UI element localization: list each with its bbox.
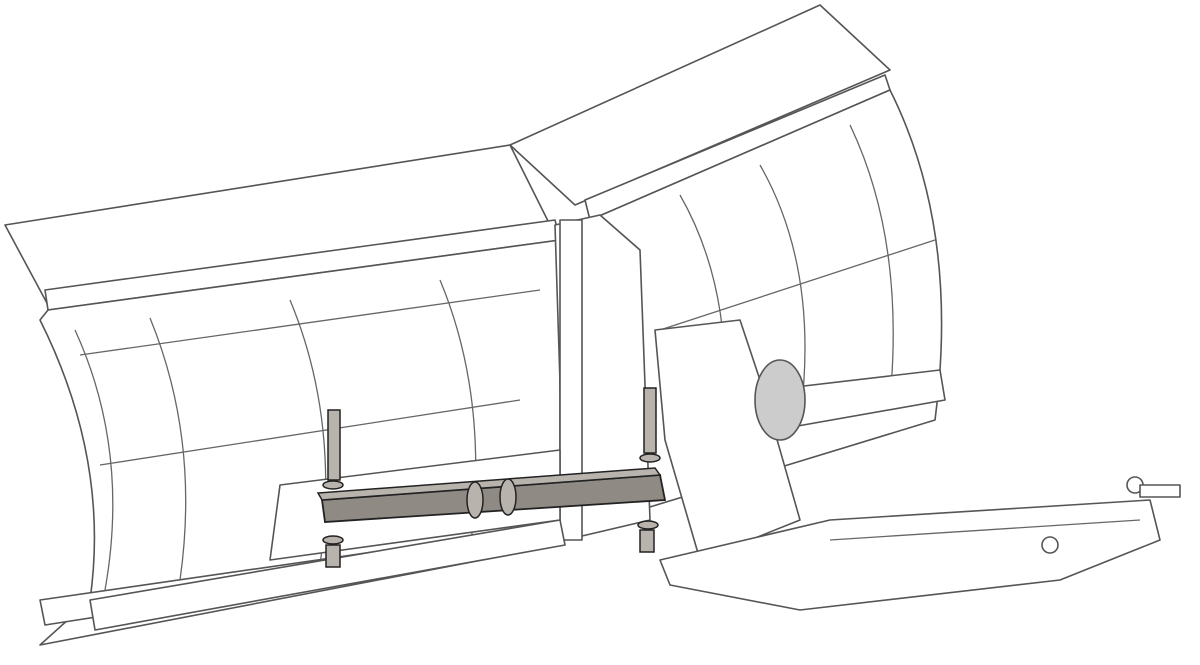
center-pivot-frame: [554, 214, 806, 561]
bolt-hardware: [322, 387, 661, 568]
a-frame-hitch: [659, 476, 1181, 611]
highlighted-push-bar: [316, 467, 667, 523]
